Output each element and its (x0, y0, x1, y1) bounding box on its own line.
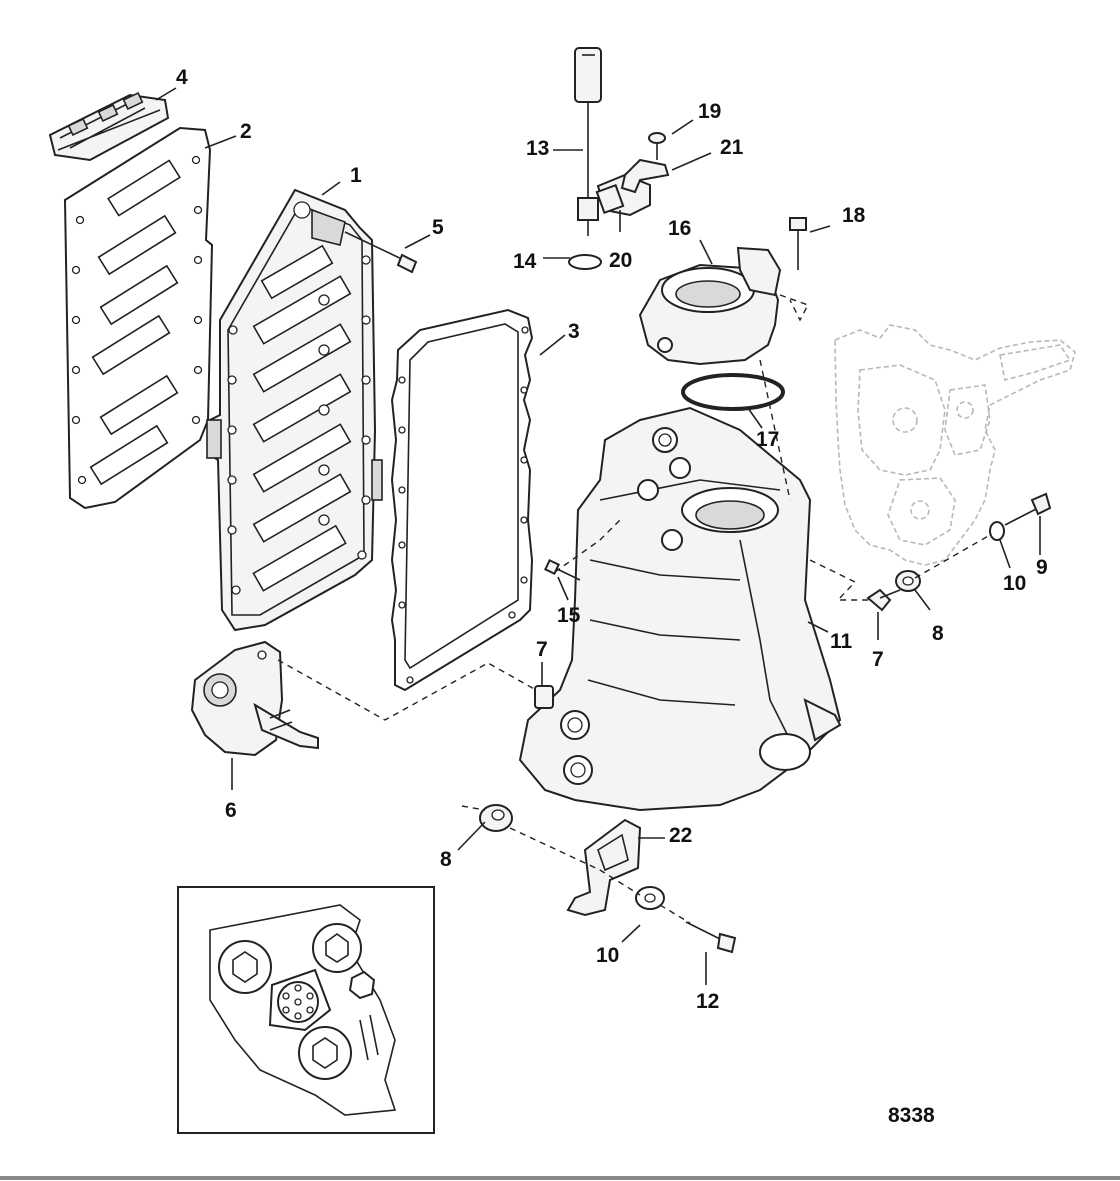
part-18-bolt (789, 217, 807, 270)
part-3-gasket (390, 308, 534, 692)
part-19-screw (648, 132, 666, 160)
assembly-lines (277, 294, 991, 924)
leader-lines (155, 87, 1041, 985)
part-14-o-ring (568, 254, 602, 270)
part-15-screw (544, 559, 581, 581)
part-11-intake-manifold (518, 406, 842, 812)
part-22-bracket (566, 818, 642, 917)
part-10-washer-right (989, 521, 1005, 541)
callout-4: 4 (176, 66, 188, 89)
callout-8-lower: 8 (440, 848, 452, 871)
part-8-grommet-lower (479, 804, 513, 832)
callout-7-right: 7 (872, 648, 884, 671)
detail-inset (177, 886, 435, 1134)
part-4-reed-block (48, 92, 170, 162)
bottom-border (0, 1176, 1120, 1180)
callout-3: 3 (568, 320, 580, 343)
callout-9: 9 (1036, 556, 1048, 579)
callout-10-lower: 10 (596, 944, 619, 967)
callout-8-right: 8 (932, 622, 944, 645)
callout-5: 5 (432, 216, 444, 239)
callout-21: 21 (720, 136, 744, 159)
callout-15: 15 (557, 604, 581, 627)
callout-19: 19 (698, 100, 721, 123)
part-7-fitting-left (534, 685, 554, 709)
callout-11: 11 (830, 630, 853, 653)
callout-13: 13 (526, 137, 549, 160)
callout-labels: 1 2 3 4 5 6 7 7 8 8 9 10 10 11 12 13 14 … (176, 66, 1048, 1013)
callout-20: 20 (609, 249, 632, 272)
callout-2: 2 (240, 120, 252, 143)
part-6-pump-assembly (190, 640, 319, 757)
callout-10-right: 10 (1003, 572, 1026, 595)
part-16-throttle-body (638, 246, 782, 366)
callout-6: 6 (225, 799, 237, 822)
callout-12: 12 (696, 990, 719, 1013)
callout-16: 16 (668, 217, 691, 240)
part-5-screw (344, 231, 418, 274)
part-1-adapter-plate (206, 188, 383, 632)
part-21-bracket (620, 158, 670, 194)
callout-18: 18 (842, 204, 866, 227)
ghost-reference-assembly (834, 324, 1076, 566)
part-13-sensor (574, 47, 602, 236)
part-8-grommet-right (895, 570, 921, 592)
callout-14: 14 (513, 250, 537, 273)
part-7-fitting-right (866, 588, 901, 612)
part-9-bolt (1004, 492, 1052, 526)
callout-1: 1 (350, 164, 362, 187)
part-2-reed-plate (63, 126, 214, 510)
callout-22: 22 (669, 824, 692, 847)
part-17-o-ring (681, 373, 785, 411)
callout-7-left: 7 (536, 638, 548, 661)
part-12-bolt (685, 921, 737, 954)
callout-17: 17 (756, 428, 779, 451)
part-10-washer-lower (635, 886, 665, 910)
figure-number: 8338 (888, 1104, 935, 1127)
